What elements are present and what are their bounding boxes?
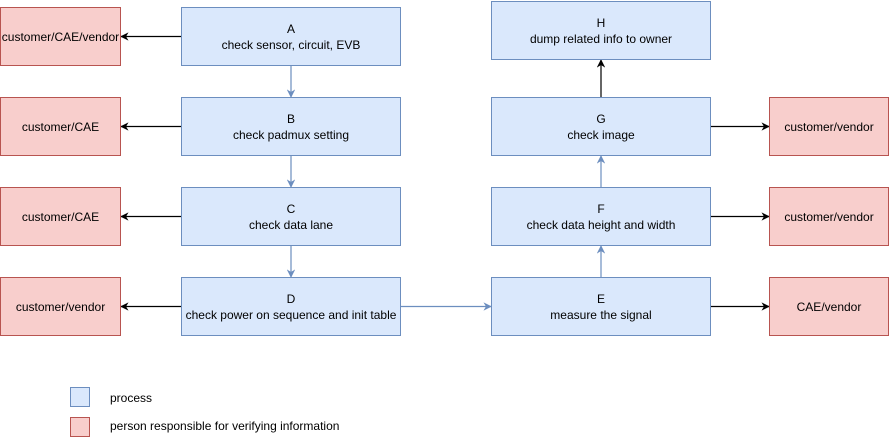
node-letter: B (286, 111, 295, 126)
process-node-d[interactable]: D check power on sequence and init table (181, 277, 401, 336)
node-letter: E (596, 291, 605, 306)
owner-text: CAE/vendor (796, 299, 862, 314)
owner-node-a[interactable]: customer/CAE/vendor (0, 7, 121, 66)
process-node-b[interactable]: B check padmux setting (181, 97, 401, 156)
node-text: check data lane (248, 217, 334, 232)
owner-node-f[interactable]: customer/vendor (769, 187, 889, 246)
node-text: check power on sequence and init table (185, 307, 397, 322)
process-node-e[interactable]: E measure the signal (491, 277, 711, 336)
owner-text: customer/vendor (784, 119, 874, 134)
owner-node-b[interactable]: customer/CAE (0, 97, 121, 156)
node-letter: H (596, 15, 606, 30)
owner-text: customer/vendor (15, 299, 106, 314)
owner-text: customer/CAE (21, 209, 100, 224)
legend-owner-label: person responsible for verifying informa… (110, 419, 340, 433)
node-letter: F (597, 201, 605, 216)
node-letter: C (286, 201, 296, 216)
node-text: check data height and width (526, 217, 676, 232)
node-text: check sensor, circuit, EVB (221, 37, 361, 52)
owner-node-g[interactable]: customer/vendor (769, 97, 889, 156)
legend-process-swatch (70, 387, 90, 407)
owner-node-c[interactable]: customer/CAE (0, 187, 121, 246)
owner-node-d[interactable]: customer/vendor (0, 277, 121, 336)
owner-node-e[interactable]: CAE/vendor (769, 277, 889, 336)
node-letter: G (596, 111, 606, 126)
node-text: measure the signal (550, 307, 652, 322)
owner-text: customer/vendor (784, 209, 874, 224)
owner-text: customer/CAE/vendor (1, 29, 120, 44)
owner-text: customer/CAE (21, 119, 100, 134)
process-node-f[interactable]: F check data height and width (491, 187, 711, 246)
node-letter: D (286, 291, 296, 306)
legend-process-label: process (110, 391, 153, 405)
node-text: dump related info to owner (529, 31, 673, 46)
legend-owner-swatch (70, 417, 90, 437)
process-node-a[interactable]: A check sensor, circuit, EVB (181, 7, 401, 66)
process-node-h[interactable]: H dump related info to owner (491, 1, 711, 60)
node-text: check image (567, 127, 635, 142)
node-letter: A (286, 21, 295, 36)
node-text: check padmux setting (232, 127, 350, 142)
process-node-c[interactable]: C check data lane (181, 187, 401, 246)
process-node-g[interactable]: G check image (491, 97, 711, 156)
